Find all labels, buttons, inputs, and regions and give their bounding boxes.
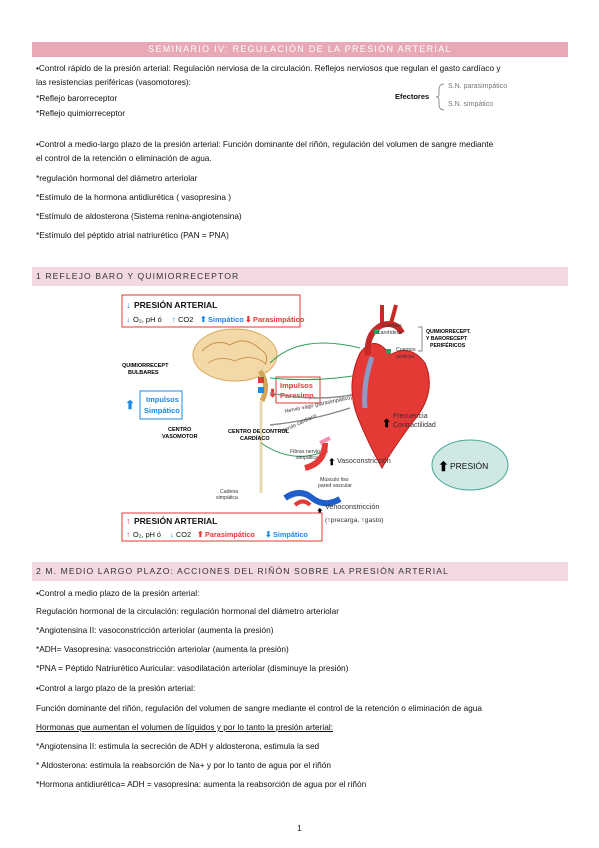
quimio-perif-2: Y BARORECEPT [426, 336, 468, 342]
page-title: SEMINARIO IV: REGULACIÓN DE LA PRESIÓN A… [32, 42, 568, 57]
presion-label: PRESIÓN [450, 461, 488, 471]
body2-line: •Control a medio plazo de la presión art… [36, 588, 200, 598]
quimio-bulbares-1: QUIMIORRECEPT [122, 363, 169, 369]
bottom-box-parasimpatico: Parasimpático [205, 530, 255, 539]
body2-line: *Angiotensina II: vasoconstricción arter… [36, 625, 274, 635]
efectores-simpatico: S.N. simpático [448, 101, 494, 108]
top-box-o2: O₂, pH ó [133, 315, 162, 324]
nervio-cardiaco-label: Nervio cardíaco [280, 413, 317, 435]
intro-list-item: *Estímulo de aldosterona (Sistema renina… [36, 211, 242, 221]
fibras-2: simpáticas [296, 455, 321, 461]
centro-control-2: CARDÍACO [240, 434, 270, 442]
cadena-2: simpática [216, 495, 238, 501]
body2-line: *ADH= Vasopresina: vasoconstricción arte… [36, 644, 289, 654]
centro-vasomotor-1: CENTRO [168, 427, 192, 433]
reflex-diagram: PRESIÓN ARTERIAL ↓ ↓ O₂, pH ó ↑ CO2 ⬆ Si… [120, 293, 520, 543]
impulsos-para-2: Parasimp. [280, 391, 316, 400]
body2-line: •Control a largo plazo de la presión art… [36, 683, 196, 693]
intro-list-item: *Estímulo de la hormona antidiurética ( … [36, 192, 232, 202]
impulsos-simp-2: Simpático [144, 406, 180, 415]
section-2-heading: 2 M. MEDIO LARGO PLAZO: ACCIONES DEL RIÑ… [32, 562, 568, 581]
svg-text:⬇: ⬇ [265, 530, 272, 539]
efectores-brace [436, 83, 445, 111]
body2-line: Función dominante del riñón, regulación … [36, 703, 483, 713]
svg-text:↓: ↓ [126, 315, 130, 324]
impulsos-para-1: Impulsos [280, 381, 313, 390]
centro-control-1: CENTRO DE CONTROL [228, 429, 290, 435]
cuerpos-aorticos-1: Cuerpos [396, 347, 416, 353]
svg-text:↑: ↑ [172, 315, 176, 324]
body2-hormone-line: *Angiotensina II: estimula la secreción … [36, 741, 320, 751]
svg-text:⬇: ⬇ [245, 315, 252, 324]
efectores-parasimpatico: S.N. parasimpático [448, 83, 508, 90]
cuerpos-carotideos-1: Cuerpos [382, 323, 402, 329]
top-box-parasimpatico: Parasimpático [253, 315, 305, 324]
top-box-co2: CO2 [178, 315, 193, 324]
top-box-simpatico: Simpático [208, 315, 244, 324]
musculo-2: pared vascular [318, 483, 352, 489]
fibras-1: Fibras nerviosas [290, 449, 328, 455]
cuerpos-carotideos-2: carotídeos [378, 330, 403, 336]
body2-underlined-heading: Hormonas que aumentan el volumen de líqu… [36, 722, 334, 732]
intro-p2-line-1: •Control a medio-largo plazo de la presi… [36, 139, 494, 149]
intro-p2-line-2: el control de la retención o eliminación… [36, 153, 212, 163]
svg-text:↓: ↓ [170, 530, 174, 539]
musculo-1: Músculo liso [320, 477, 349, 483]
efectores-label: Efectores [395, 92, 430, 101]
intro-line-2: las resistencias periféricas (vasomotore… [36, 77, 191, 87]
svg-text:↑: ↑ [126, 530, 130, 539]
body2-line: Regulación hormonal de la circulación: r… [36, 606, 339, 616]
intro-item-2: *Reflejo quimiorreceptor [36, 108, 126, 118]
body2-hormone-line: *Hormona antidiurética= ADH = vasopresin… [36, 779, 367, 789]
quimio-bulbares-2: BULBARES [128, 370, 159, 376]
body2-line: *PNA = Péptido Natriurético Auricular: v… [36, 663, 349, 673]
bottom-box-title: PRESIÓN ARTERIAL [134, 515, 217, 526]
page-number: 1 [297, 824, 302, 833]
top-box-title: PRESIÓN ARTERIAL [134, 299, 217, 310]
svg-text:⬆: ⬆ [197, 530, 204, 539]
bottom-box-simpatico: Simpático [273, 530, 308, 539]
quimio-perif-3: PERIFÉRICOS [430, 341, 466, 349]
vasoconstriccion-label: Vasoconstricción [337, 456, 391, 465]
precarga-label: (↑precarga, ↑gasto) [325, 517, 384, 524]
svg-text:⬆: ⬆ [382, 418, 391, 430]
intro-item-1: *Reflejo barorreceptor [36, 93, 118, 103]
bottom-box-co2: CO2 [176, 530, 191, 539]
intro-list-item: *Estímulo del péptido atrial natriurétic… [36, 230, 229, 240]
cadena-1: Cadena [220, 489, 238, 495]
centro-vasomotor-2: VASOMOTOR [162, 434, 198, 440]
svg-text:↑: ↑ [126, 516, 131, 526]
intro-list-item: *regulación hormonal del diámetro arteri… [36, 173, 198, 183]
cuerpos-aorticos-2: aórticos [396, 354, 415, 360]
contractilidad-label: Contractilidad [393, 422, 436, 429]
intro-line-1: •Control rápido de la presión arterial: … [36, 63, 501, 73]
svg-text:⬆: ⬆ [316, 507, 324, 517]
venoconstriccion-label: Venoconstricción [325, 502, 379, 511]
svg-text:⬆: ⬆ [438, 459, 449, 474]
svg-text:⬆: ⬆ [328, 457, 336, 467]
bottom-box-o2: O₂, pH ó [133, 530, 161, 539]
section-1-heading: 1 REFLEJO BARO Y QUIMIORRECEPTOR [32, 267, 568, 286]
svg-text:↓: ↓ [126, 300, 131, 310]
quimio-perif-1: QUIMIORRECEPT. [426, 329, 471, 335]
svg-text:⬆: ⬆ [125, 398, 135, 412]
impulsos-simp-1: Impulsos [146, 395, 179, 404]
body2-hormone-line: * Aldosterona: estimula la reabsorción d… [36, 760, 331, 770]
frecuencia-label: Frecuencia [393, 413, 428, 420]
svg-text:⬆: ⬆ [200, 315, 207, 324]
